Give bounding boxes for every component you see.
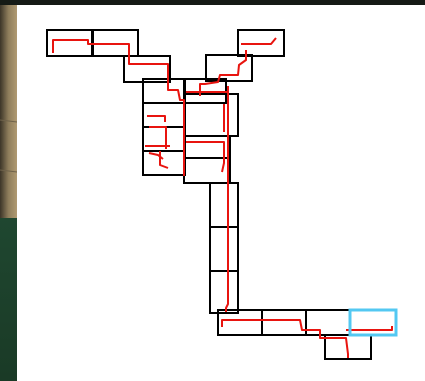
track-tile[interactable]	[262, 310, 306, 335]
track-segment	[147, 116, 165, 122]
track-segment	[53, 40, 184, 176]
selected-tile-highlight[interactable]	[350, 310, 396, 335]
track-segment	[160, 151, 168, 168]
track-tile[interactable]	[210, 271, 238, 313]
tile-grid	[47, 30, 396, 359]
track-tile[interactable]	[306, 310, 350, 335]
track-tile[interactable]	[350, 310, 396, 335]
track-tile[interactable]	[143, 127, 185, 151]
selection-layer	[350, 310, 396, 335]
track-segment	[226, 86, 228, 312]
track-segment	[222, 320, 348, 358]
track-tile[interactable]	[184, 94, 238, 136]
track-tile[interactable]	[210, 183, 238, 227]
track-tile[interactable]	[143, 151, 185, 175]
track-segment	[186, 86, 228, 92]
track-tile[interactable]	[210, 227, 238, 271]
track-segment	[241, 38, 276, 44]
track-segment	[346, 326, 392, 330]
